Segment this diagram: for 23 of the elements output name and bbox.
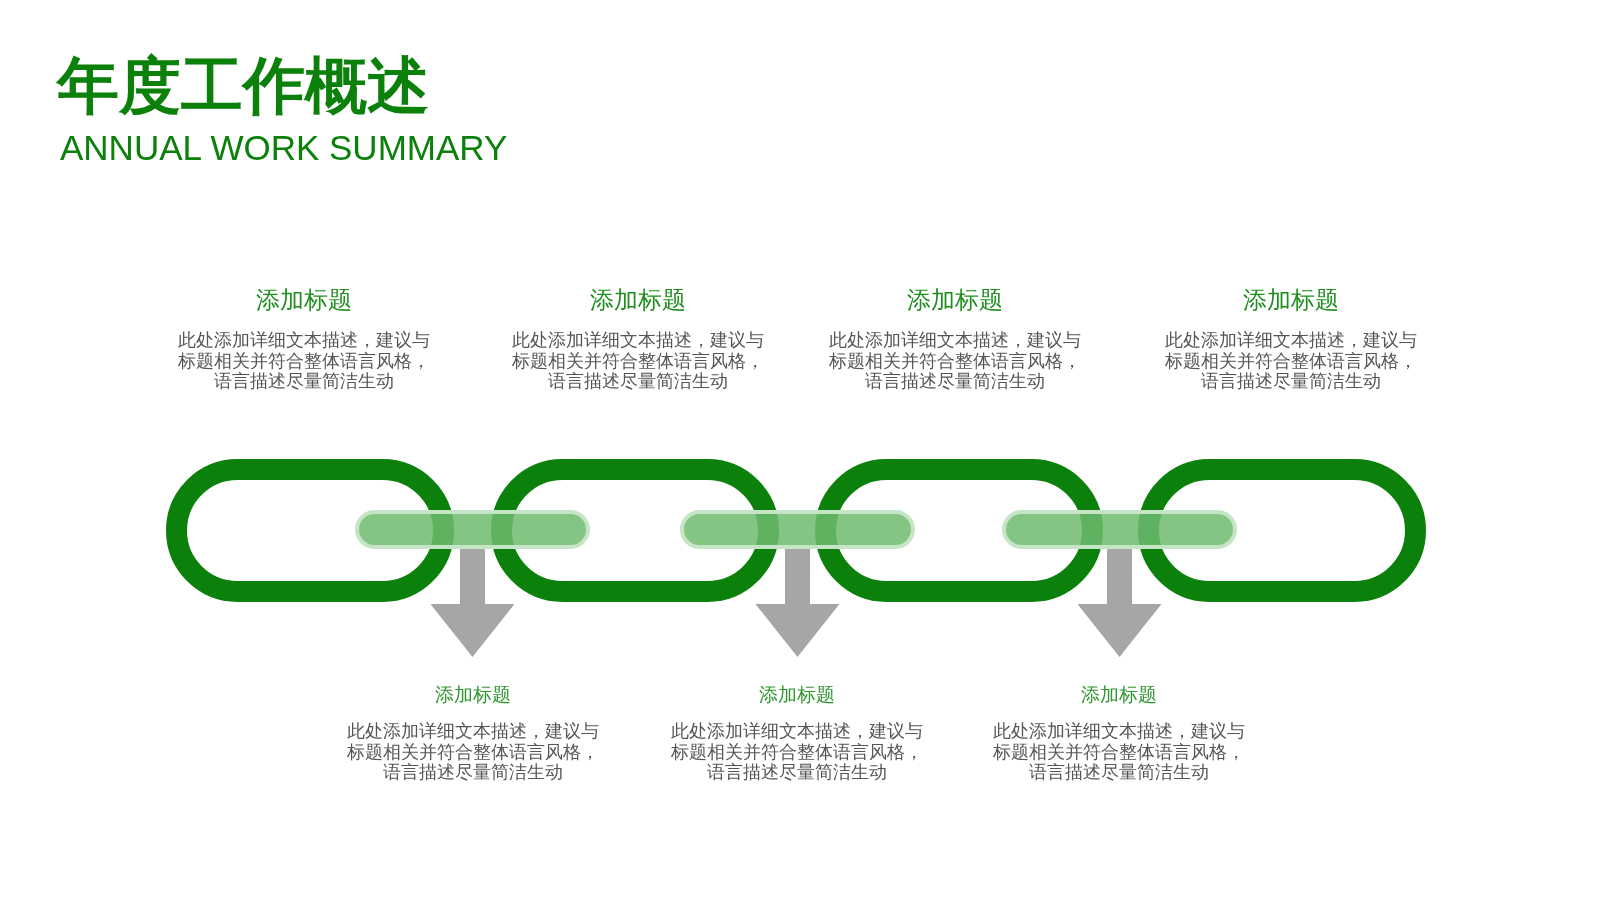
description-text: 此处添加详细文本描述，建议与标题相关并符合整体语言风格，语言描述尽量简洁生动 <box>1165 330 1417 392</box>
chain-link <box>166 459 454 602</box>
subtitle: ANNUAL WORK SUMMARY <box>60 128 508 168</box>
description-text: 此处添加详细文本描述，建议与标题相关并符合整体语言风格，语言描述尽量简洁生动 <box>993 721 1245 783</box>
heading: 添加标题 <box>1081 682 1157 706</box>
heading: 添加标题 <box>435 682 511 706</box>
chain-link <box>815 459 1103 602</box>
description-text: 此处添加详细文本描述，建议与标题相关并符合整体语言风格，语言描述尽量简洁生动 <box>829 330 1081 392</box>
heading: 添加标题 <box>759 682 835 706</box>
heading: 添加标题 <box>256 285 352 315</box>
description-text: 此处添加详细文本描述，建议与标题相关并符合整体语言风格，语言描述尽量简洁生动 <box>512 330 764 392</box>
connector-bar <box>1002 510 1237 549</box>
connector-bar <box>680 510 915 549</box>
connector-bar <box>355 510 590 549</box>
heading: 添加标题 <box>907 285 1003 315</box>
heading: 添加标题 <box>1243 285 1339 315</box>
heading: 添加标题 <box>590 285 686 315</box>
description-text: 此处添加详细文本描述，建议与标题相关并符合整体语言风格，语言描述尽量简洁生动 <box>178 330 430 392</box>
description-text: 此处添加详细文本描述，建议与标题相关并符合整体语言风格，语言描述尽量简洁生动 <box>347 721 599 783</box>
description-text: 此处添加详细文本描述，建议与标题相关并符合整体语言风格，语言描述尽量简洁生动 <box>671 721 923 783</box>
chain-link <box>1138 459 1426 602</box>
chain-link <box>491 459 779 602</box>
title: 年度工作概述 <box>57 54 429 118</box>
